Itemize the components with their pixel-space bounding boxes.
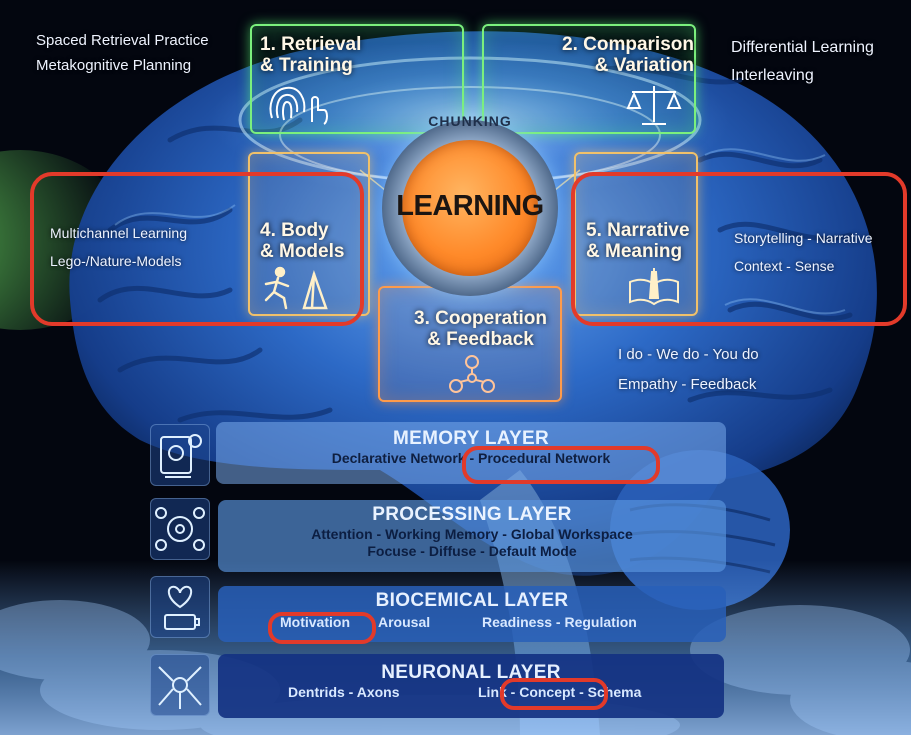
processing-layer: PROCESSING LAYER Attention - Working Mem…: [218, 500, 726, 572]
highlight-concept: [500, 678, 608, 710]
panel-body-title: 4. Body & Models: [260, 220, 345, 262]
panel-cooperation-title: 3. Cooperation & Feedback: [414, 308, 548, 350]
fingerprint-touch-icon: [269, 86, 328, 125]
narrative-notes: Storytelling - Narrative Context - Sense: [734, 230, 873, 274]
panel-cooperation-feedback: 3. Cooperation & Feedback: [378, 286, 562, 402]
panel-narrative-title: 5. Narrative & Meaning: [586, 220, 690, 262]
memory-icon-box: [150, 424, 210, 486]
biochemical-heart-battery-icon: [164, 585, 200, 630]
neuron-network-icon: [158, 666, 202, 709]
learning-hub: LEARNING: [382, 120, 558, 296]
biochemical-motivation: Motivation: [280, 614, 350, 630]
neuronal-layer: NEURONAL LAYER Dentrids - Axons Link - C…: [218, 654, 724, 718]
neuronal-layer-title: NEURONAL LAYER: [381, 662, 561, 683]
cooperation-notes: I do - We do - You do Empathy - Feedback: [618, 346, 759, 393]
processing-brain-gears-icon: [155, 507, 205, 551]
body-models-notes: Multichannel Learning Lego-/Nature-Model…: [50, 225, 187, 269]
memory-layer-title: MEMORY LAYER: [393, 428, 549, 449]
biochemical-icon-box: [150, 576, 210, 638]
processing-layer-line-1: Attention - Working Memory - Global Work…: [311, 526, 633, 542]
biochemical-readiness: Readiness - Regulation: [482, 614, 637, 630]
comparison-notes: Differential Learning Interleaving: [731, 39, 874, 84]
panel-comparison-title: 2. Comparison & Variation: [562, 34, 694, 76]
learning-core: [402, 140, 538, 276]
chunking-label: CHUNKING: [428, 113, 512, 129]
neuronal-icon-box: [150, 654, 210, 716]
lighthouse-book-icon: [629, 268, 679, 306]
highlight-narrative-meaning: [571, 172, 907, 326]
processing-layer-title: PROCESSING LAYER: [372, 504, 572, 525]
people-network-icon: [449, 355, 495, 393]
learning-label: LEARNING: [396, 190, 544, 222]
runner-pyramid-icon: [264, 266, 328, 310]
biochemical-arousal: Arousal: [378, 614, 431, 630]
memory-brain-gears-icon: [160, 434, 202, 478]
biochemical-layer-title: BIOCEMICAL LAYER: [375, 590, 569, 611]
panel-retrieval-title: 1. Retrieval & Training: [260, 34, 362, 76]
neuronal-dendrites: Dentrids - Axons: [288, 684, 400, 700]
processing-layer-line-2: Focuse - Diffuse - Default Mode: [367, 543, 577, 559]
panel-comparison-variation: 2. Comparison & Variation: [482, 24, 696, 134]
highlight-procedural-network: [462, 446, 660, 484]
panel-narrative-meaning: 5. Narrative & Meaning: [574, 152, 698, 316]
highlight-motivation: [268, 612, 376, 644]
processing-icon-box: [150, 498, 210, 560]
retrieval-notes: Spaced Retrieval Practice Metakognitive …: [36, 32, 209, 74]
balance-scale-icon: [626, 86, 682, 125]
highlight-body-models: [30, 172, 364, 326]
panel-retrieval-training: 1. Retrieval & Training: [250, 24, 464, 134]
